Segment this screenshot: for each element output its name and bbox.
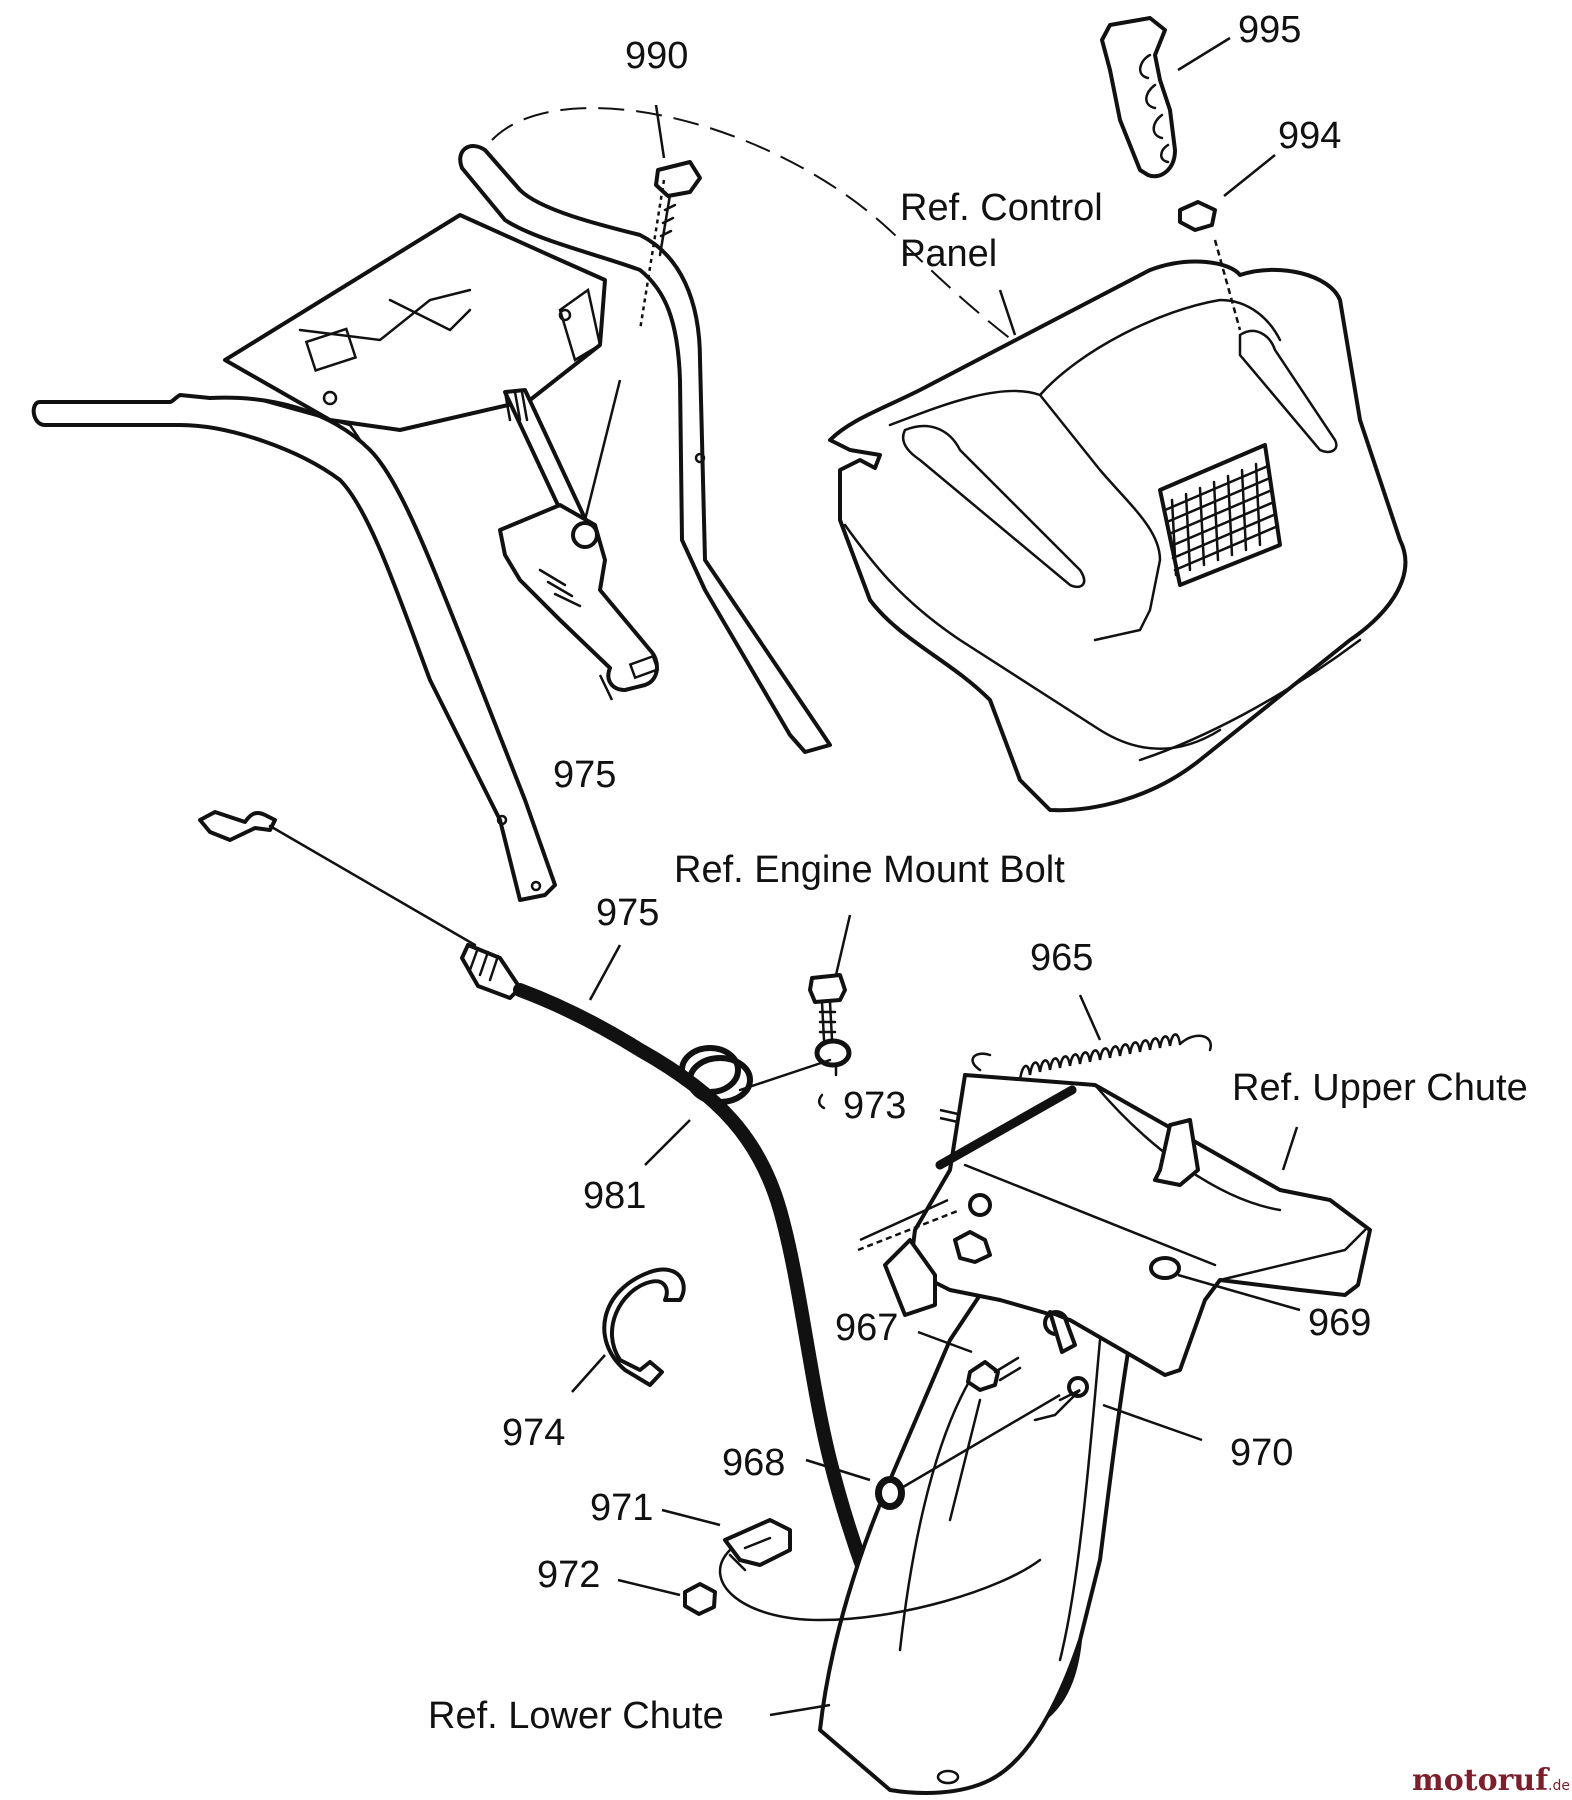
nut-972-icon <box>683 1582 717 1616</box>
leader-974 <box>571 1354 606 1393</box>
leader-lower-chute <box>769 1703 831 1717</box>
nut-994-icon <box>1178 154 1276 331</box>
watermark-suffix: .de <box>1548 1778 1570 1794</box>
lever-icon <box>498 388 660 692</box>
label-971: 971 <box>590 1487 653 1529</box>
label-995: 995 <box>1238 9 1301 51</box>
leader-upper-chute <box>1281 1126 1299 1171</box>
clip-icon <box>723 1518 792 1572</box>
handle-icon <box>31 144 832 902</box>
label-ref-lower-chute: Ref. Lower Chute <box>428 1695 724 1737</box>
leader-972 <box>617 1578 681 1597</box>
label-ref-engine-mount-bolt: Ref. Engine Mount Bolt <box>674 849 1065 891</box>
grip-icon <box>1100 16 1231 179</box>
engine-mount-bolt-icon <box>808 914 852 1110</box>
label-990: 990 <box>625 35 688 77</box>
leader-control-panel <box>998 289 1017 336</box>
leader-981 <box>644 1119 691 1166</box>
label-972: 972 <box>537 1554 600 1596</box>
watermark-text: motoruf <box>1412 1763 1550 1798</box>
label-967: 967 <box>835 1307 898 1349</box>
watermark-logo: motoruf .de <box>1412 1763 1570 1798</box>
label-970: 970 <box>1230 1432 1293 1474</box>
label-ref-upper-chute: Ref. Upper Chute <box>1232 1067 1528 1109</box>
leader-970 <box>1102 1403 1203 1442</box>
leader-971 <box>661 1508 721 1527</box>
control-panel-icon <box>828 259 1408 813</box>
label-ref-control-panel-line2: Panel <box>900 233 997 275</box>
leader-968 <box>805 1458 871 1482</box>
vent-grille <box>1163 462 1280 577</box>
label-975-lower: 975 <box>596 892 659 934</box>
snap-ring-icon <box>602 1267 686 1387</box>
washer-968-icon <box>878 1479 902 1507</box>
label-968: 968 <box>722 1442 785 1484</box>
label-973: 973 <box>843 1085 906 1127</box>
label-994: 994 <box>1278 115 1341 157</box>
label-975-upper: 975 <box>553 754 616 796</box>
spring-icon <box>971 994 1212 1082</box>
leader-967 <box>917 1330 973 1354</box>
leader-969 <box>1177 1273 1301 1312</box>
label-969: 969 <box>1308 1302 1371 1344</box>
leader-975-lower <box>588 944 622 1001</box>
label-965: 965 <box>1030 937 1093 979</box>
cable-route-loop <box>718 1548 1042 1622</box>
label-ref-control-panel-line1: Ref. Control <box>900 187 1103 229</box>
bolt-990-icon <box>583 104 702 521</box>
chute-icon <box>818 1073 1372 1795</box>
label-974: 974 <box>502 1412 565 1454</box>
label-981: 981 <box>583 1175 646 1217</box>
leader-975-upper <box>598 674 614 701</box>
